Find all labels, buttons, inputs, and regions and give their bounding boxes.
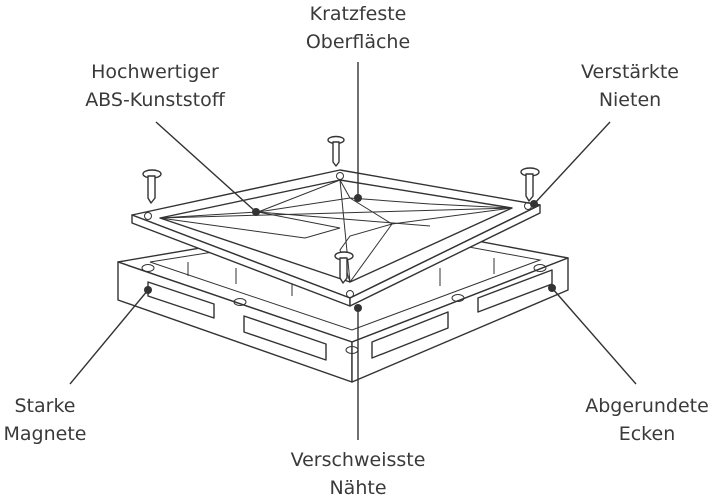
pointer-nieten — [530, 121, 611, 208]
rivet-icon — [327, 135, 345, 167]
pointer-kratzfeste — [354, 62, 362, 202]
label-line: Nähte — [329, 477, 387, 499]
label-line: Ecken — [618, 423, 676, 445]
pointer-ecken — [548, 284, 637, 385]
label-starke-magnete: Starke Magnete — [0, 392, 90, 448]
top-plate — [131, 169, 541, 307]
pointer-magnete — [69, 286, 152, 385]
label-abs-kunststoff: Hochwertiger ABS-Kunststoff — [50, 58, 260, 114]
label-line: Magnete — [3, 423, 87, 445]
label-line: ABS-Kunststoff — [85, 89, 225, 111]
label-line: Kratzfeste — [309, 3, 407, 25]
pointer-naehte — [354, 304, 362, 440]
label-line: Oberfläche — [305, 31, 411, 53]
label-abgerundete-ecken: Abgerundete Ecken — [574, 392, 720, 448]
label-line: Hochwertiger — [91, 61, 219, 83]
pointer-abs — [155, 121, 260, 216]
label-verstaerkte-nieten: Verstärkte Nieten — [550, 58, 710, 114]
label-line: Verstärkte — [581, 61, 679, 83]
rivet-icon — [520, 167, 540, 202]
label-line: Abgerundete — [585, 395, 709, 417]
rivet-icon — [334, 251, 354, 284]
label-verschweisste-naehte: Verschweisste Nähte — [268, 446, 448, 502]
magnet-icon — [147, 269, 553, 361]
label-line: Starke — [14, 395, 76, 417]
label-kratzfeste-oberflaeche: Kratzfeste Oberfläche — [258, 0, 458, 56]
label-line: Verschweisste — [290, 449, 426, 471]
label-line: Nieten — [598, 89, 662, 111]
rivet-icon — [142, 169, 162, 204]
